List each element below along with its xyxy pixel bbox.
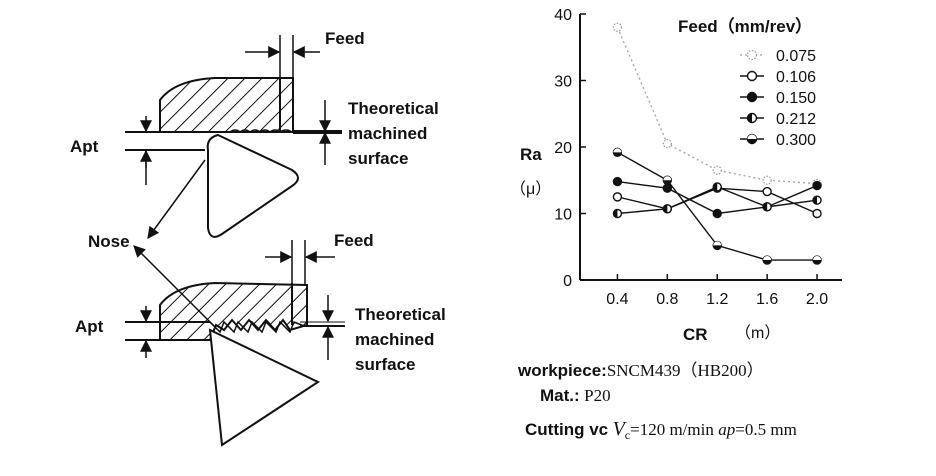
legend-label: 0.212	[776, 111, 816, 128]
mat-label: Mat.:	[540, 386, 580, 405]
y-tick-group: 0 10 20 30 40	[554, 7, 586, 290]
legend-label: 0.300	[776, 132, 816, 149]
series-point	[712, 208, 722, 219]
y-axis-unit: （μ）	[510, 180, 551, 198]
top-insert-shape	[206, 133, 299, 238]
legend-item: 0.075	[740, 48, 816, 65]
series-point	[662, 175, 673, 185]
series-point	[762, 255, 772, 265]
top-machined-scallops	[229, 129, 293, 133]
series-point	[612, 192, 623, 202]
bottom-surface-label-line3: surface	[355, 355, 415, 374]
bottom-chip-section	[159, 281, 308, 341]
series-point	[812, 180, 822, 191]
bottom-apt-label: Apt	[75, 317, 104, 336]
x-tick-label: 2.0	[806, 291, 828, 308]
x-tick-label: 0.8	[656, 291, 678, 308]
series-point	[746, 133, 758, 145]
workpiece-caption: workpiece:SNCM439（HB200）	[518, 356, 764, 381]
bottom-surface-label-line1: Theoretical	[355, 305, 446, 324]
y-tick-label: 0	[563, 273, 572, 290]
vc-subscript: c	[624, 428, 631, 443]
series-point	[812, 195, 822, 205]
series-point	[712, 240, 722, 251]
cutting-caption: Cutting vc Vc=120 m/min ap=0.5 mm	[525, 418, 797, 443]
top-cutting-diagram: Apt Feed Theoretical machined surface	[70, 29, 439, 238]
series-point	[746, 91, 758, 103]
series-point	[662, 183, 673, 193]
mat-caption: Mat.: P20	[540, 386, 611, 406]
legend-label: 0.106	[776, 69, 816, 86]
series-point	[712, 182, 722, 192]
series-layer	[612, 22, 822, 265]
legend-label: 0.075	[776, 48, 816, 65]
series-point	[612, 176, 623, 187]
nose-arrow-up	[147, 159, 206, 239]
ap-symbol: ap	[718, 420, 736, 439]
bottom-surface-label-line2: machined	[355, 330, 434, 349]
series-0.212	[612, 182, 822, 219]
mat-value: P20	[584, 386, 611, 405]
x-tick-group: 0.4 0.8 1.2 1.6 2.0	[606, 274, 828, 308]
series-line	[616, 27, 818, 185]
top-feed-label: Feed	[325, 29, 365, 48]
series-point	[762, 175, 772, 185]
y-tick-label: 20	[554, 140, 572, 157]
series-point	[762, 186, 772, 197]
top-surface-label-line1: Theoretical	[348, 99, 439, 118]
x-axis-unit: （m）	[735, 324, 780, 342]
series-point	[662, 139, 672, 149]
x-tick-label: 1.2	[706, 291, 728, 308]
series-point	[812, 208, 822, 219]
legend-item: 0.106	[740, 69, 816, 86]
series-point	[746, 112, 758, 124]
series-point	[712, 165, 722, 175]
ap-value: =0.5 mm	[735, 420, 797, 439]
x-tick-label: 1.6	[756, 291, 778, 308]
series-point	[762, 202, 772, 212]
x-axis-label: CR	[683, 325, 708, 344]
vc-value: =120 m/min	[630, 420, 714, 439]
legend: 0.075 0.106 0.150 0.212 0.300	[740, 48, 816, 149]
x-tick-label: 0.4	[606, 291, 628, 308]
cutting-label: Cutting vc	[525, 420, 609, 439]
top-apt-label: Apt	[70, 137, 99, 156]
series-0.300	[612, 147, 822, 265]
y-tick-label: 30	[554, 74, 572, 91]
legend-title: Feed（mm/rev）	[678, 16, 812, 36]
top-surface-label-line2: machined	[348, 124, 427, 143]
top-chip-section	[159, 77, 294, 133]
y-axis-label: Ra	[520, 145, 542, 164]
top-surface-label-line3: surface	[348, 149, 408, 168]
series-point	[612, 147, 623, 158]
series-point	[662, 204, 673, 214]
bottom-insert-shape	[208, 328, 321, 447]
legend-item: 0.212	[740, 111, 816, 128]
series-point	[612, 22, 623, 32]
y-tick-label: 40	[554, 7, 572, 24]
bottom-sawtooth	[209, 320, 305, 334]
series-point	[812, 255, 822, 265]
y-tick-label: 10	[554, 207, 572, 224]
series-point	[746, 70, 758, 82]
legend-item: 0.150	[740, 90, 816, 107]
legend-label: 0.150	[776, 90, 816, 107]
bottom-feed-label: Feed	[334, 231, 374, 250]
vc-symbol: V	[612, 418, 625, 440]
nose-label: Nose	[88, 232, 130, 251]
legend-item: 0.300	[740, 132, 816, 149]
series-point	[612, 208, 623, 219]
bottom-cutting-diagram: Apt Feed Theoretical machined surface	[75, 231, 446, 447]
workpiece-value: SNCM439（HB200）	[606, 361, 764, 380]
series-point	[746, 49, 758, 61]
workpiece-label: workpiece:	[518, 361, 607, 380]
